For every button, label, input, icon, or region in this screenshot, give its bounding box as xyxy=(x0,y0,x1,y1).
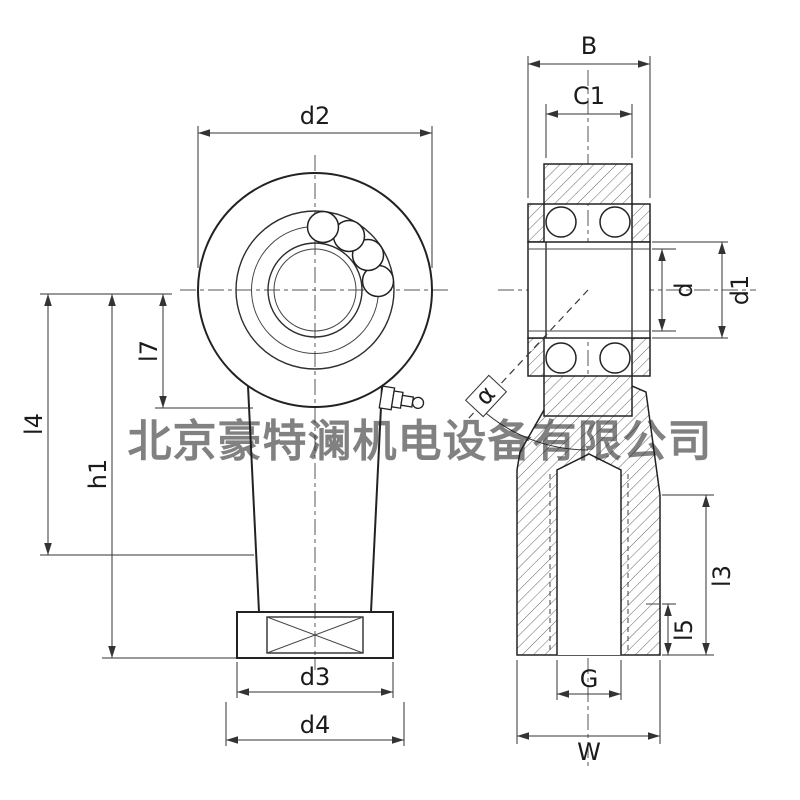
dim-label-B: B xyxy=(581,32,597,60)
ring-side-left-top xyxy=(527,203,545,243)
alpha-arc xyxy=(478,406,589,451)
dim-label-W: W xyxy=(577,738,601,766)
C1-extension-lines xyxy=(545,104,633,158)
B-extension-lines xyxy=(527,56,651,198)
dim-label-d2: d2 xyxy=(300,102,331,130)
dim-label-d1: d1 xyxy=(726,275,754,306)
W-extension-lines xyxy=(516,660,661,744)
thread-end-box xyxy=(266,616,364,654)
outer-ring-circle xyxy=(235,210,395,370)
thread-end-cross xyxy=(266,616,364,654)
threaded-bore xyxy=(556,453,622,655)
dim-label-C1: C1 xyxy=(573,82,605,110)
dim-label-G: G xyxy=(580,665,599,693)
inner-ring-edges xyxy=(545,242,633,338)
bore-circle xyxy=(267,242,363,338)
front-view: d2 l7 h1 l4 d3 d4 xyxy=(20,102,450,746)
ball-icon xyxy=(599,342,631,374)
alpha-label-box: α xyxy=(464,374,508,418)
shank-outline xyxy=(247,385,383,613)
ball-icon xyxy=(545,206,577,238)
dim-label-l7: l7 xyxy=(135,340,163,362)
outer-ring-top-section xyxy=(543,163,633,205)
dim-label-l5: l5 xyxy=(670,619,698,641)
wrench-flat-block xyxy=(236,611,394,659)
bore-edges xyxy=(528,248,650,332)
side-bearing-balls xyxy=(545,206,631,374)
d1-extension-lines xyxy=(652,241,728,339)
dim-label-d3: d3 xyxy=(300,663,331,691)
head-outline-circle xyxy=(197,172,433,408)
d2-extension-lines xyxy=(197,126,433,268)
dim-label-d4: d4 xyxy=(300,711,331,739)
watermark-text: 北京豪特澜机电设备有限公司 xyxy=(128,416,713,467)
dim-label-l3: l3 xyxy=(708,565,736,587)
bore-chamfer-circle xyxy=(273,248,357,332)
outer-ring-bottom-section xyxy=(543,375,633,417)
grease-fitting-icon xyxy=(378,385,425,411)
dim-label-h1: h1 xyxy=(84,459,112,489)
side-section-view: α B C1 d d1 l3 l5 G W xyxy=(464,32,756,770)
ring-side-left-bottom xyxy=(527,337,545,377)
front-bearing-balls xyxy=(306,210,395,298)
ball-icon xyxy=(599,206,631,238)
ball-icon xyxy=(545,342,577,374)
ball-icon xyxy=(306,210,340,244)
inner-ring-band xyxy=(527,241,651,339)
dim-label-l4: l4 xyxy=(20,413,48,435)
ring-side-right-top xyxy=(631,203,651,243)
dim-label-d: d xyxy=(670,282,698,297)
thread-crest-lines xyxy=(549,474,629,655)
ring-side-right-bottom xyxy=(631,337,651,377)
